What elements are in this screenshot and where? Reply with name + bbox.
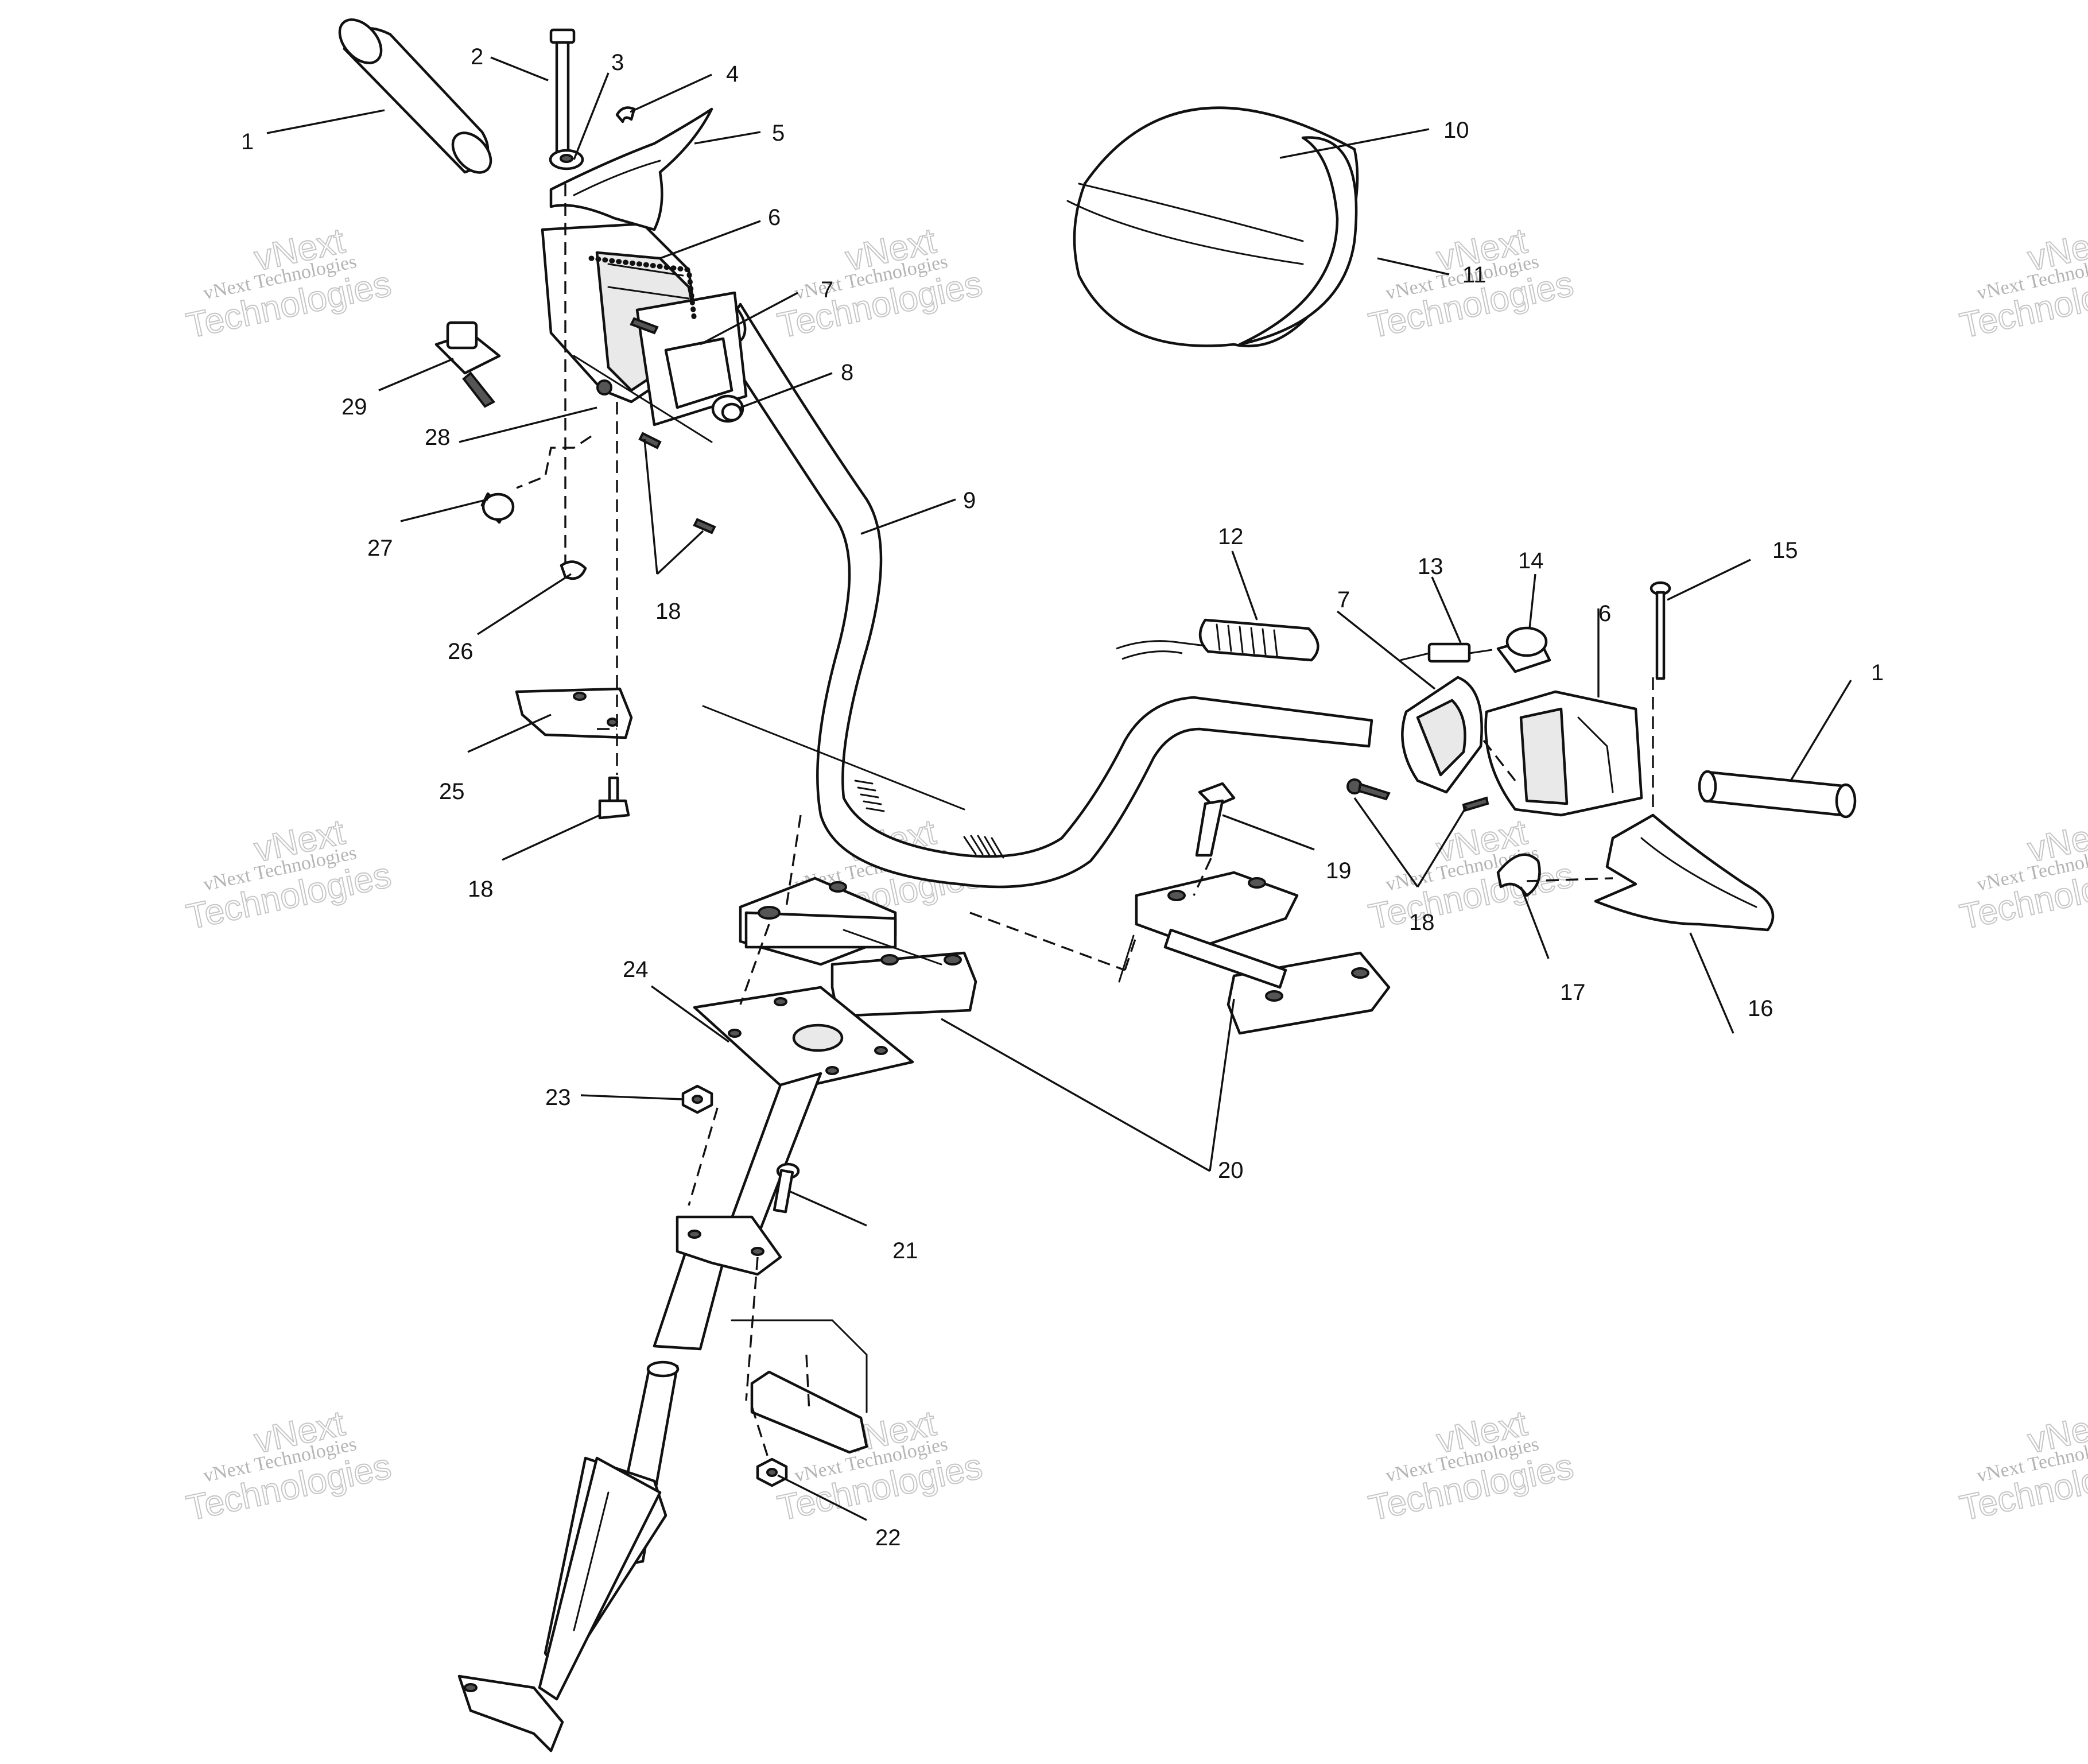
screws-18-right	[1346, 778, 1489, 812]
e-clip-26	[560, 560, 587, 580]
callout-27: 27	[367, 536, 393, 561]
callout-9: 9	[963, 488, 976, 513]
switch-29	[434, 321, 501, 408]
callout-22: 22	[875, 1525, 901, 1550]
callout-29: 29	[341, 394, 367, 420]
clip-4	[615, 106, 636, 123]
watermark: vNext vNext Technologies Technologies	[1956, 220, 2088, 347]
callout-16: 16	[1748, 996, 1773, 1021]
callout-8: 8	[841, 360, 853, 385]
callout-25: 25	[439, 779, 465, 804]
callout-18-bottom: 18	[468, 877, 494, 902]
callout-labels: 1 2 3 4 5 6 7 8 9 10 11 12 13 14 15 16 1…	[241, 44, 1884, 1550]
bracket-22	[750, 1370, 868, 1454]
leader-lines	[266, 56, 1852, 1521]
callout-11: 11	[1462, 262, 1487, 288]
bolt-19	[1195, 782, 1236, 857]
bolt-2	[549, 28, 576, 153]
clamp-20-left	[739, 877, 977, 1018]
callout-28: 28	[425, 425, 451, 450]
clamp-17	[1496, 853, 1541, 897]
callout-21: 21	[892, 1238, 918, 1263]
callout-1-left: 1	[241, 129, 254, 154]
left-control-housing	[541, 222, 748, 443]
callout-10: 10	[1443, 118, 1469, 143]
watermark: vNext vNext Technologies Technologies	[183, 220, 395, 347]
callout-24: 24	[623, 957, 649, 982]
windshield-pad	[1066, 106, 1359, 348]
mount-plate-24	[693, 986, 914, 1092]
watermark: vNext vNext Technologies Technologies	[1365, 812, 1577, 938]
callout-17: 17	[1560, 980, 1586, 1005]
watermark: vNext vNext Technologies Technologies	[183, 1403, 395, 1529]
nut-23	[681, 1084, 713, 1114]
washer-3	[549, 149, 584, 170]
callout-13: 13	[1418, 554, 1443, 579]
watermark: vNext vNext Technologies Technologies	[1956, 1403, 2088, 1529]
bolt-18-bottom	[598, 776, 630, 820]
watermark: vNext vNext Technologies Technologies	[183, 812, 395, 938]
callout-26: 26	[448, 639, 474, 664]
housing-6-right	[1484, 690, 1643, 817]
callout-5: 5	[772, 121, 785, 146]
callout-6-right: 6	[1598, 601, 1611, 626]
callout-6-left: 6	[768, 205, 781, 230]
screw-18-left	[630, 317, 716, 534]
callout-2: 2	[471, 44, 483, 69]
callout-7-right: 7	[1337, 587, 1350, 612]
assembly-lines	[516, 184, 1654, 1461]
watermark: vNext vNext Technologies Technologies	[774, 220, 986, 347]
callout-4: 4	[726, 61, 739, 87]
callout-20: 20	[1218, 1158, 1244, 1183]
callout-19: 19	[1326, 858, 1352, 883]
clamp-20-right	[1135, 871, 1391, 1035]
bolt-15	[1650, 581, 1671, 680]
callout-15: 15	[1772, 538, 1798, 563]
switch-13	[1400, 642, 1493, 663]
switch-14	[1496, 626, 1551, 673]
spring-28	[596, 379, 612, 396]
callout-14: 14	[1518, 548, 1544, 573]
plate-25	[515, 687, 633, 739]
boot-27	[480, 492, 515, 524]
cover-7-right	[1401, 676, 1483, 794]
callout-12: 12	[1218, 524, 1244, 549]
callout-18-left: 18	[655, 599, 681, 624]
right-grip	[1698, 770, 1857, 819]
left-grip	[338, 18, 492, 174]
lever-16	[1594, 813, 1775, 932]
watermark: vNext vNext Technologies Technologies	[1956, 812, 2088, 938]
callout-18-right: 18	[1409, 910, 1435, 935]
callout-23: 23	[545, 1085, 571, 1110]
watermark-layer: vNext vNext Technologies Technologies vN…	[183, 220, 2088, 1529]
callout-3: 3	[611, 50, 624, 75]
watermark: vNext vNext Technologies Technologies	[1365, 1403, 1577, 1529]
plug-8	[711, 394, 744, 423]
callout-1-right: 1	[1871, 660, 1884, 685]
nut-22	[756, 1457, 788, 1487]
left-throttle-lever	[549, 107, 713, 231]
callout-7-left: 7	[821, 277, 833, 303]
steering-post	[457, 1072, 822, 1753]
screw-21	[773, 1162, 800, 1214]
grip-12	[1116, 618, 1319, 662]
